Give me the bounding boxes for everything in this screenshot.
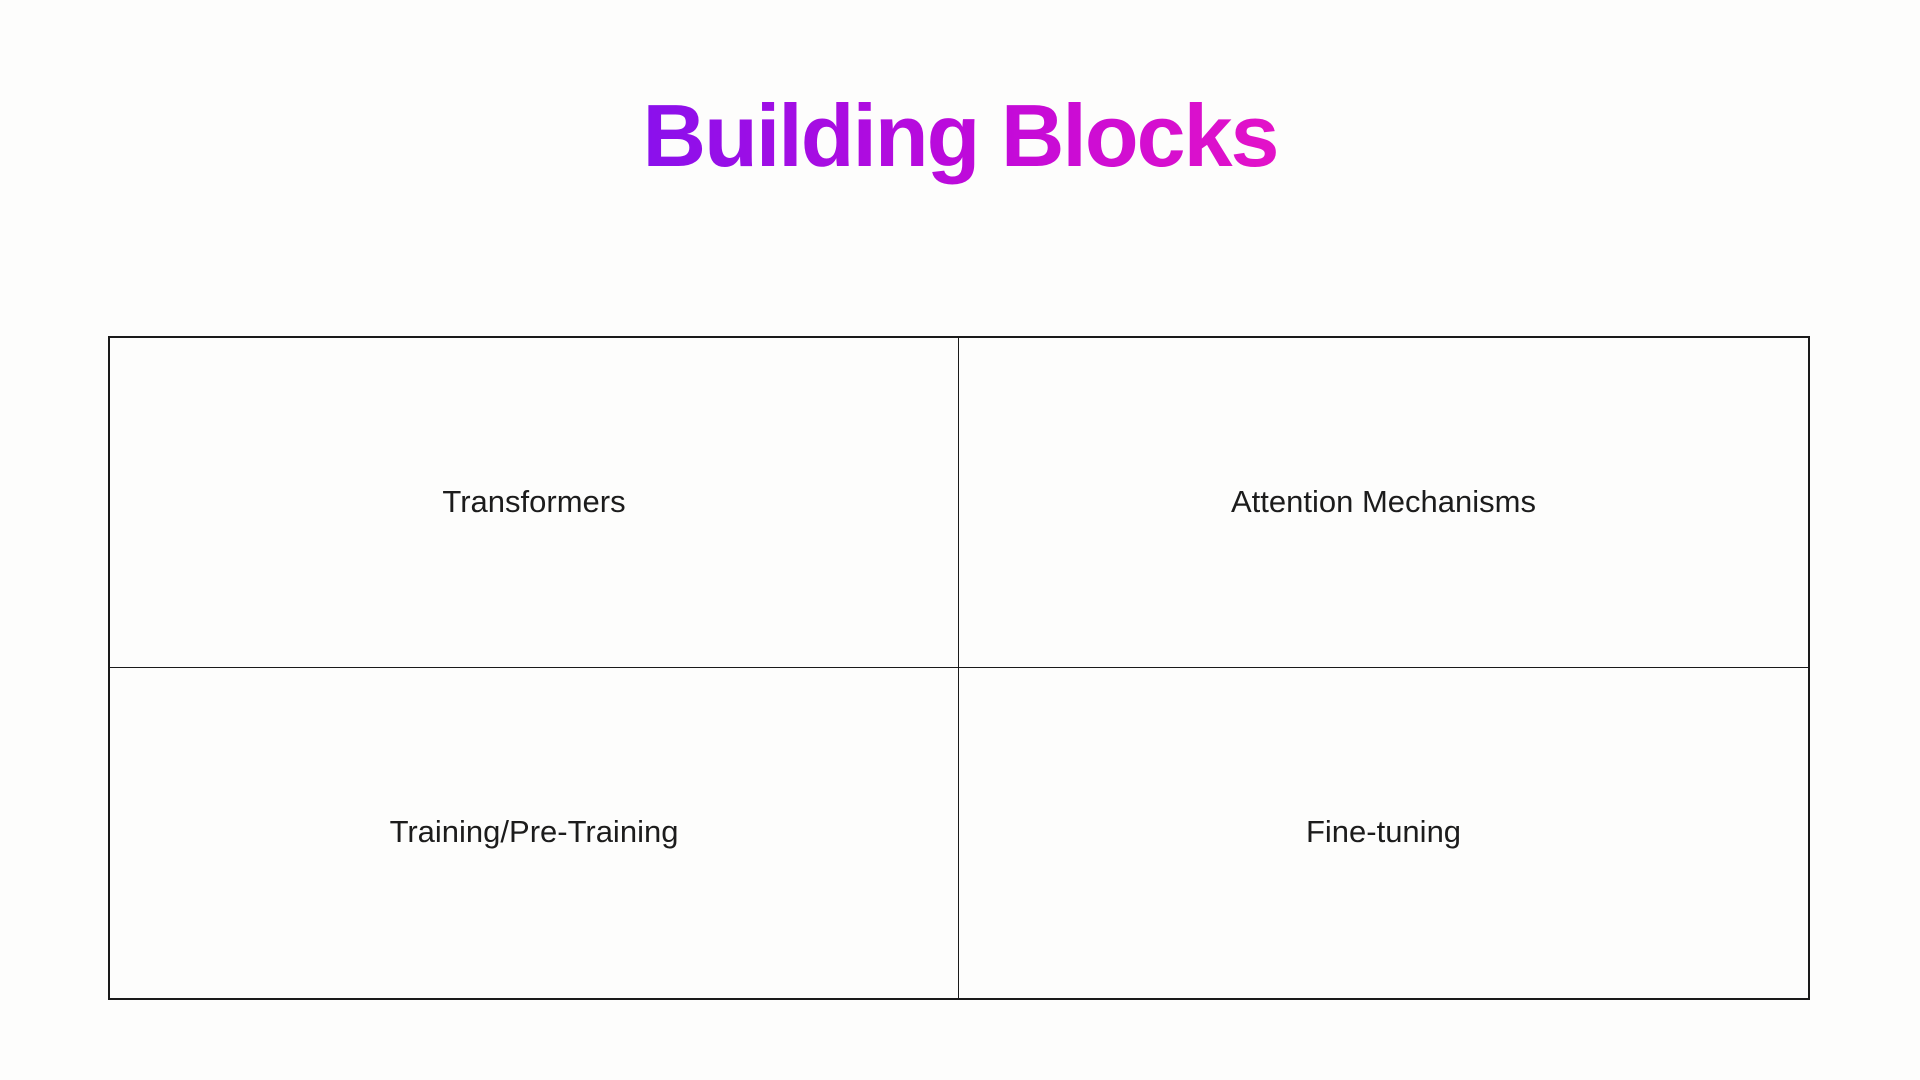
block-label: Attention Mechanisms [1231, 483, 1536, 519]
block-label: Transformers [442, 483, 626, 519]
block-label: Fine-tuning [1305, 814, 1462, 849]
slide-title: Building Blocks [0, 86, 1920, 186]
block-transformers: Transformers [110, 338, 959, 668]
block-training-pre-training: Training/Pre-Training [110, 668, 959, 998]
block-fine-tuning: Fine-tuning [959, 668, 1808, 998]
block-label: Training/Pre-Training [389, 814, 679, 849]
slide-title-text: Building Blocks [642, 86, 1280, 185]
block-attention-mechanisms: Attention Mechanisms [959, 338, 1808, 668]
building-blocks-grid: Transformers Attention Mechanisms Traini… [108, 336, 1810, 1000]
